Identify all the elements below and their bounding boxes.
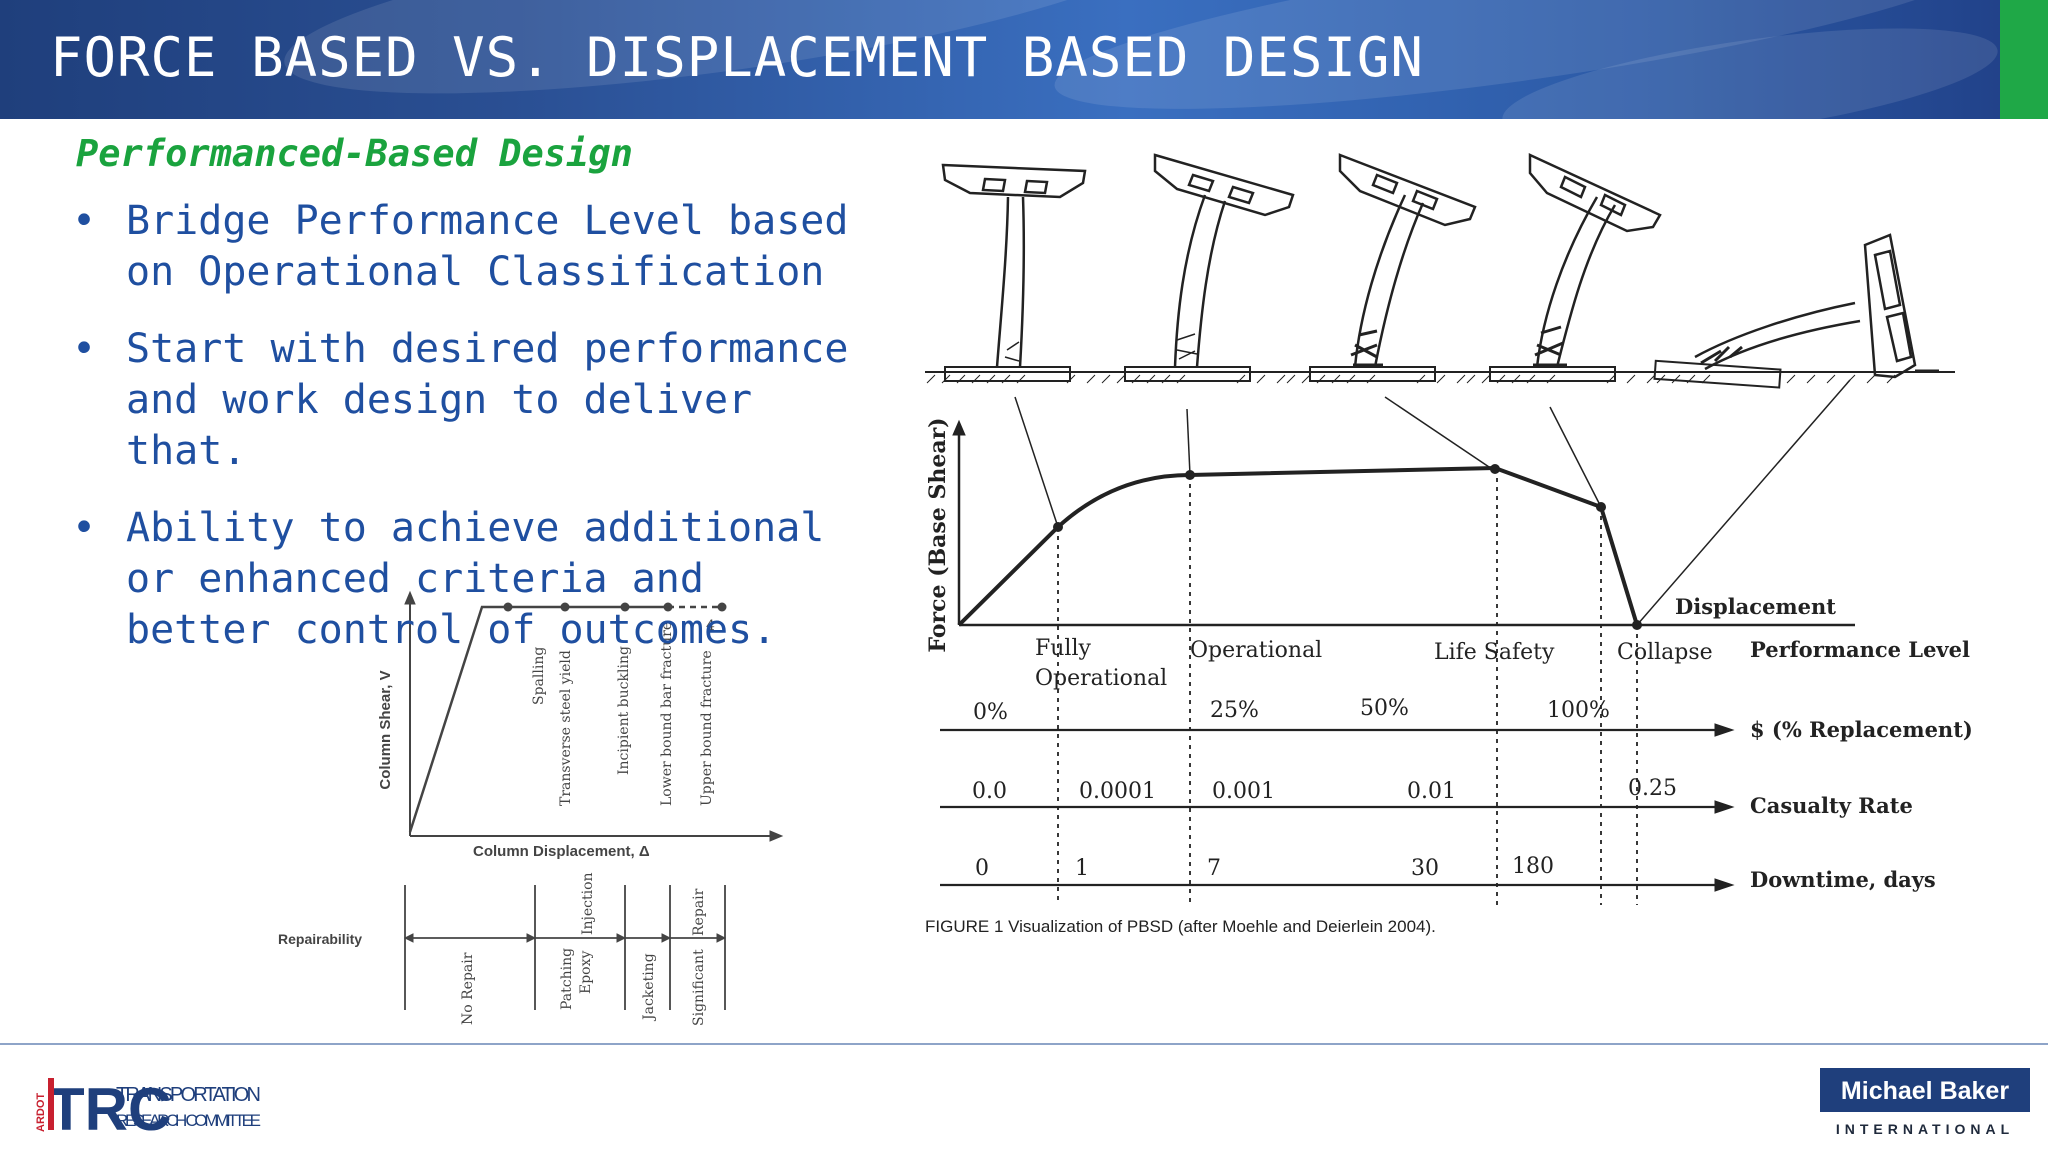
footings bbox=[944, 359, 1782, 389]
repair-option: Injection bbox=[580, 872, 596, 935]
figure-caption: FIGURE 1 Visualization of PBSD (after Mo… bbox=[925, 917, 1436, 936]
trc-logo-mark: TRC bbox=[48, 1076, 171, 1138]
row-header: Casualty Rate bbox=[1750, 793, 1913, 818]
damage-state: Incipient buckling bbox=[616, 646, 632, 775]
michael-baker-tagline: INTERNATIONAL bbox=[1836, 1121, 2014, 1137]
repair-option: Epoxy bbox=[578, 950, 594, 994]
state-marker: 4 bbox=[706, 618, 715, 634]
row-arrows bbox=[940, 723, 1735, 892]
bullet-item: • Start with desired performance and work… bbox=[72, 324, 852, 477]
downtime-value: 30 bbox=[1411, 856, 1439, 881]
repair-option: No Repair bbox=[460, 952, 476, 1025]
left-x-axis-label: Column Displacement, Δ bbox=[473, 843, 650, 860]
replacement-value: 100% bbox=[1547, 698, 1610, 723]
trc-logo-line2: RESEARCH COMMITTEE bbox=[116, 1111, 261, 1130]
x-axis-label: Displacement bbox=[1675, 594, 1836, 619]
trc-logo-line1: TRANSPORTATION bbox=[116, 1084, 261, 1106]
casualty-value: 0.25 bbox=[1628, 776, 1677, 801]
bullet-marker: • bbox=[72, 198, 97, 244]
title-bar: FORCE BASED VS. DISPLACEMENT BASED DESIG… bbox=[0, 0, 2048, 119]
backbone-curve bbox=[408, 605, 668, 833]
repair-option: Patching bbox=[559, 948, 575, 1010]
footer-divider bbox=[0, 1043, 2048, 1045]
repair-ranges bbox=[403, 885, 727, 1010]
michael-baker-name: Michael Baker bbox=[1841, 1077, 2009, 1105]
trc-logo-vertical: ARDOT bbox=[35, 1093, 47, 1132]
repair-option: Repair bbox=[691, 888, 707, 936]
casualty-value: 0.0 bbox=[972, 779, 1007, 804]
bullet-item: • Ability to achieve additional or enhanc… bbox=[72, 503, 852, 656]
repair-option: Significant bbox=[691, 949, 707, 1026]
column-capacity-figure: Column Shear, V Column Displacement, Δ S… bbox=[278, 590, 784, 1026]
casualty-value: 0.001 bbox=[1212, 779, 1275, 804]
row-header: $ (% Replacement) bbox=[1750, 717, 1973, 742]
trc-logo: ARDOT TRC TRANSPORTATION RESEARCH COMMIT… bbox=[35, 1076, 261, 1138]
repair-option: Jacketing bbox=[641, 953, 657, 1022]
row-header: Downtime, days bbox=[1750, 867, 1936, 892]
damage-state: Lower bound bar fracture bbox=[659, 622, 675, 806]
damage-points bbox=[503, 602, 727, 612]
downtime-value: 0 bbox=[975, 856, 989, 881]
pier-life-safety-a bbox=[1338, 153, 1477, 368]
leader-lines bbox=[1014, 379, 1851, 626]
replacement-value: 25% bbox=[1210, 698, 1259, 723]
bullet-marker: • bbox=[72, 505, 97, 551]
pbsd-figure: Force (Base Shear) Displacement Fully Op… bbox=[925, 153, 1973, 936]
pier-fully-operational bbox=[941, 163, 1087, 368]
damage-state: Upper bound fracture bbox=[699, 650, 715, 806]
bullet-list: • Bridge Performance Level based on Opera… bbox=[72, 196, 852, 682]
level-label: Operational bbox=[1190, 638, 1322, 663]
pier-life-safety-b bbox=[1528, 153, 1662, 368]
downtime-value: 7 bbox=[1207, 856, 1221, 881]
replacement-value: 50% bbox=[1360, 696, 1409, 721]
downtime-value: 180 bbox=[1512, 854, 1554, 879]
section-subtitle: Performanced-Based Design bbox=[76, 132, 633, 175]
pier-operational bbox=[1153, 153, 1295, 368]
repairability-label: Repairability bbox=[278, 931, 362, 947]
capacity-curve bbox=[957, 465, 1639, 627]
level-label: Fully bbox=[1035, 636, 1092, 661]
bullet-text: Ability to achieve additional or enhance… bbox=[126, 505, 825, 653]
level-guides bbox=[1057, 469, 1638, 905]
casualty-value: 0.01 bbox=[1407, 779, 1456, 804]
pier-collapse bbox=[1694, 233, 1939, 379]
damage-state: Transverse steel yield bbox=[558, 650, 574, 806]
accent-bar bbox=[2000, 0, 2048, 119]
bullet-text: Start with desired performance and work … bbox=[126, 326, 849, 474]
left-axes bbox=[404, 590, 784, 842]
y-axis-label: Force (Base Shear) bbox=[925, 417, 951, 652]
level-label: Life Safety bbox=[1434, 640, 1555, 665]
slide-title: FORCE BASED VS. DISPLACEMENT BASED DESIG… bbox=[50, 26, 1424, 89]
bullet-text: Bridge Performance Level based on Operat… bbox=[126, 198, 849, 295]
damage-state: Spalling bbox=[531, 647, 547, 705]
michael-baker-logo: Michael Baker INTERNATIONAL bbox=[1820, 1068, 2030, 1137]
left-y-axis-label: Column Shear, V bbox=[377, 670, 394, 789]
casualty-value: 0.0001 bbox=[1079, 779, 1156, 804]
main-axes bbox=[952, 419, 1855, 627]
level-label: Collapse bbox=[1617, 640, 1713, 665]
downtime-value: 1 bbox=[1075, 856, 1089, 881]
bullet-item: • Bridge Performance Level based on Opera… bbox=[72, 196, 852, 298]
ground-lines bbox=[925, 371, 1955, 384]
replacement-value: 0% bbox=[973, 700, 1008, 725]
level-label: Operational bbox=[1035, 666, 1167, 691]
bullet-marker: • bbox=[72, 326, 97, 372]
row-header: Performance Level bbox=[1750, 637, 1970, 662]
